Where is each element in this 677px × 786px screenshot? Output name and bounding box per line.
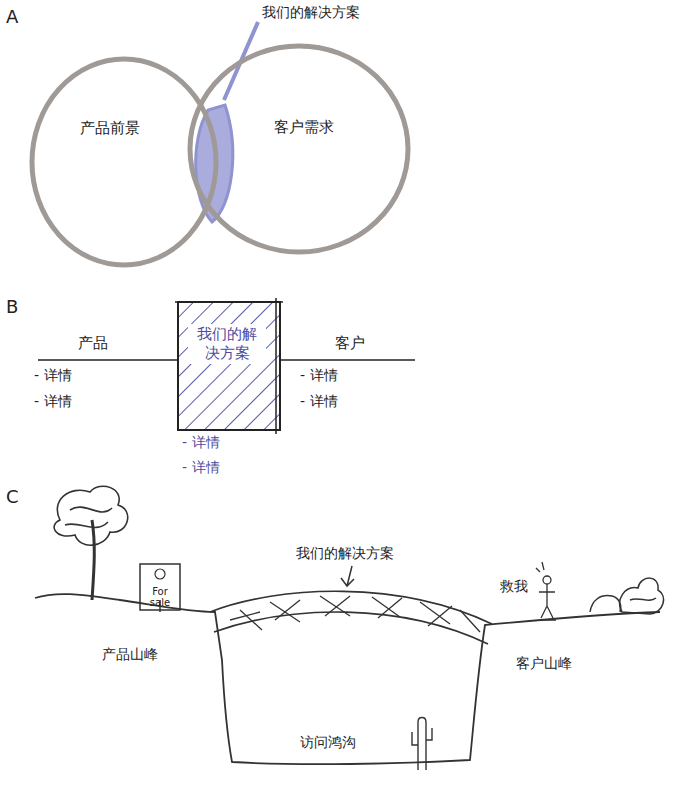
stick-figure	[536, 562, 556, 620]
detail-item: - 详情	[182, 434, 220, 451]
detail-item: - 详情	[300, 393, 338, 410]
axis-label: 客户	[335, 334, 365, 352]
node-text: 产品前景	[76, 117, 144, 140]
callout-text: 我们的解决方案	[262, 4, 360, 21]
bridge-truss	[230, 596, 480, 632]
hatched-box	[178, 302, 280, 430]
sale-sign: For sale	[138, 562, 182, 612]
node-text: 我们的解决方案	[188, 324, 266, 364]
axis-line	[280, 359, 415, 361]
detail-item: - 详情	[34, 393, 72, 410]
panel-letter: C	[6, 486, 19, 508]
panel-letter: A	[6, 6, 18, 28]
region-label: 访问鸿沟	[300, 734, 356, 751]
node-text: 客户需求	[270, 116, 338, 139]
axis-line	[38, 359, 178, 361]
detail-item: - 详情	[182, 459, 220, 476]
circle-outline	[186, 42, 412, 256]
detail-item: - 详情	[34, 367, 72, 384]
region-label: 客户山峰	[516, 655, 572, 672]
callout-arrow	[341, 566, 354, 586]
bridge	[214, 612, 488, 644]
tree-trunk	[92, 520, 94, 600]
callout-text: 我们的解决方案	[296, 545, 394, 562]
tree-crown	[54, 486, 128, 545]
circle-region: 客户需求	[186, 42, 412, 256]
box-edge	[275, 298, 277, 434]
detail-item: - 详情	[300, 367, 338, 384]
callout-text: 救我	[500, 578, 528, 595]
cactus	[412, 718, 432, 771]
box-edge	[175, 301, 283, 303]
bush	[620, 578, 664, 614]
panel-letter: B	[6, 296, 18, 318]
ground-line	[35, 594, 660, 764]
node-text: For sale	[144, 586, 176, 608]
rock	[590, 596, 621, 612]
region-label: 产品山峰	[102, 646, 158, 663]
axis-label: 产品	[78, 334, 108, 352]
solution-box: 我们的解决方案	[178, 302, 280, 430]
